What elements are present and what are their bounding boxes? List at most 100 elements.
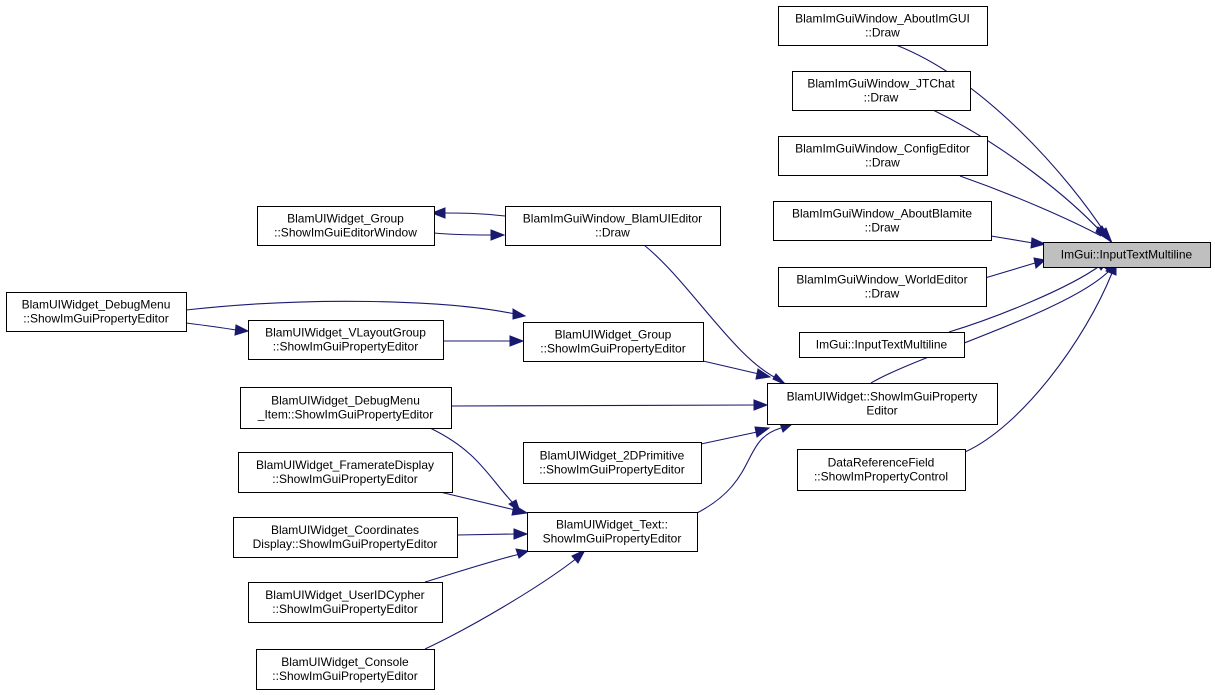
node-widget-prop[interactable]: BlamUIWidget::ShowImGuiPropertyEditor: [767, 383, 998, 425]
edge-arrow: [450, 399, 769, 411]
edge-arrow: [433, 229, 506, 241]
node-label: ::ShowImGuiPropertyEditor: [540, 342, 685, 356]
edge-line: [439, 491, 516, 511]
node-label: ::ShowImGuiPropertyEditor: [272, 602, 417, 616]
arrowhead: [1030, 237, 1047, 249]
node-label: BlamImGuiWindow_JTChat: [807, 77, 955, 91]
node-label: BlamUIWidget_UserIDCypher: [265, 588, 424, 602]
edge-arrow: [696, 422, 794, 514]
node-box: [248, 582, 443, 623]
edge-line: [424, 553, 521, 583]
edge-line: [984, 262, 1036, 279]
arrowhead: [772, 373, 787, 386]
edge-arrow: [702, 360, 772, 380]
edge-line: [702, 360, 760, 375]
node-label: Display::ShowImGuiPropertyEditor: [253, 537, 438, 551]
node-box: [240, 387, 452, 429]
node-label: BlamImGuiWindow_ConfigEditor: [795, 142, 970, 156]
node-about-blamite[interactable]: BlamImGuiWindow_AboutBlamite::Draw: [773, 201, 992, 241]
node-blam-ui-editor[interactable]: BlamImGuiWindow_BlamUIEditor::Draw: [505, 206, 721, 246]
edge-arrow: [990, 235, 1047, 249]
edge-line: [895, 44, 1108, 237]
edge-arrow: [984, 257, 1047, 279]
node-label: _Item::ShowImGuiPropertyEditor: [257, 408, 433, 422]
node-label: ::ShowImPropertyControl: [814, 470, 948, 484]
node-label: ::ShowImGuiEditorWindow: [274, 226, 417, 240]
node-console[interactable]: BlamUIWidget_Console::ShowImGuiPropertyE…: [256, 649, 435, 690]
node-box: [238, 452, 453, 493]
node-world-editor[interactable]: BlamImGuiWindow_WorldEditor::Draw: [778, 267, 987, 307]
node-label: BlamUIWidget_2DPrimitive: [540, 449, 685, 463]
node-debug-menu[interactable]: BlamUIWidget_DebugMenu::ShowImGuiPropert…: [6, 292, 187, 332]
edge-line: [932, 109, 1104, 235]
arrowhead: [515, 548, 530, 559]
edge-arrow: [643, 244, 787, 386]
arrowhead: [571, 548, 587, 564]
node-box: [797, 449, 966, 491]
node-box: [6, 292, 187, 332]
node-label: BlamImGuiWindow_AboutBlamite: [792, 207, 972, 221]
node-group-prop[interactable]: BlamUIWidget_Group::ShowImGuiPropertyEdi…: [523, 322, 704, 362]
node-box: [257, 206, 435, 246]
node-box: [523, 442, 702, 484]
node-prim2d[interactable]: BlamUIWidget_2DPrimitive::ShowImGuiPrope…: [523, 442, 702, 484]
node-debug-menu-item[interactable]: BlamUIWidget_DebugMenu_Item::ShowImGuiPr…: [240, 387, 452, 429]
node-config-editor[interactable]: BlamImGuiWindow_ConfigEditor::Draw: [778, 136, 988, 176]
node-label: BlamUIWidget_Coordinates: [271, 523, 419, 537]
edge-arrow: [456, 528, 529, 540]
node-label: BlamUIWidget_Group: [555, 328, 672, 342]
node-data-ref-field[interactable]: DataReferenceField::ShowImPropertyContro…: [797, 449, 966, 491]
node-label: ::ShowImGuiPropertyEditor: [272, 472, 417, 486]
node-label: ::Draw: [595, 226, 630, 240]
node-label: ShowImGuiPropertyEditor: [543, 532, 682, 546]
node-label: ::ShowImGuiPropertyEditor: [272, 669, 417, 683]
node-label: BlamUIWidget_Group: [287, 212, 404, 226]
edge-line: [429, 427, 516, 506]
edge-line: [443, 212, 506, 217]
node-box: [799, 332, 965, 358]
edge-line: [643, 244, 781, 381]
edge-line: [185, 300, 516, 315]
node-label: ::Draw: [864, 91, 899, 105]
node-group-editor-window[interactable]: BlamUIWidget_Group::ShowImGuiEditorWindo…: [257, 206, 435, 246]
node-label: ::Draw: [865, 287, 900, 301]
node-coords[interactable]: BlamUIWidget_CoordinatesDisplay::ShowImG…: [233, 517, 458, 558]
edge-line: [696, 427, 782, 514]
edge-arrow: [430, 207, 506, 219]
node-label: BlamUIWidget_DebugMenu: [271, 394, 420, 408]
edge-arrow: [439, 491, 529, 516]
node-jtchat[interactable]: BlamImGuiWindow_JTChat::Draw: [792, 71, 971, 111]
edge-arrow: [424, 548, 587, 650]
node-box: [256, 649, 435, 690]
node-box: [505, 206, 721, 246]
edge-line: [700, 431, 758, 445]
node-input-text-multiline-overload[interactable]: ImGui::InputTextMultiline: [799, 332, 965, 358]
node-label: ImGui::InputTextMultiline: [816, 338, 948, 352]
edge-arrow: [424, 548, 530, 583]
edge-arrow: [443, 335, 525, 347]
edge-arrow: [185, 322, 250, 336]
node-label: ::Draw: [865, 221, 900, 235]
node-text-prop[interactable]: BlamUIWidget_Text::ShowImGuiPropertyEdit…: [527, 512, 698, 552]
node-label: ::ShowImGuiPropertyEditor: [539, 463, 684, 477]
node-input-text-multiline[interactable]: ImGui::InputTextMultiline: [1043, 242, 1211, 268]
edge-arrow: [185, 300, 527, 320]
arrowhead: [513, 528, 529, 540]
node-userid[interactable]: BlamUIWidget_UserIDCypher::ShowImGuiProp…: [248, 582, 443, 623]
arrowhead: [509, 335, 525, 347]
arrowhead: [490, 229, 506, 241]
edge-line: [959, 175, 1102, 237]
node-label: BlamUIWidget_Console: [281, 655, 409, 669]
node-about-imgui[interactable]: BlamImGuiWindow_AboutImGUI::Draw: [778, 6, 988, 46]
node-box: [773, 201, 992, 241]
node-vlayout-group[interactable]: BlamUIWidget_VLayoutGroup::ShowImGuiProp…: [248, 320, 444, 360]
node-framerate[interactable]: BlamUIWidget_FramerateDisplay::ShowImGui…: [238, 452, 453, 493]
node-label: BlamUIWidget_VLayoutGroup: [265, 326, 426, 340]
node-box: [248, 320, 444, 360]
arrowhead: [234, 324, 250, 336]
node-box: [767, 383, 998, 425]
edge-line: [964, 272, 1113, 453]
node-label: ::ShowImGuiPropertyEditor: [273, 340, 418, 354]
nodes: BlamImGuiWindow_AboutImGUI::DrawBlamImGu…: [6, 6, 1211, 690]
edge-line: [870, 269, 1111, 384]
